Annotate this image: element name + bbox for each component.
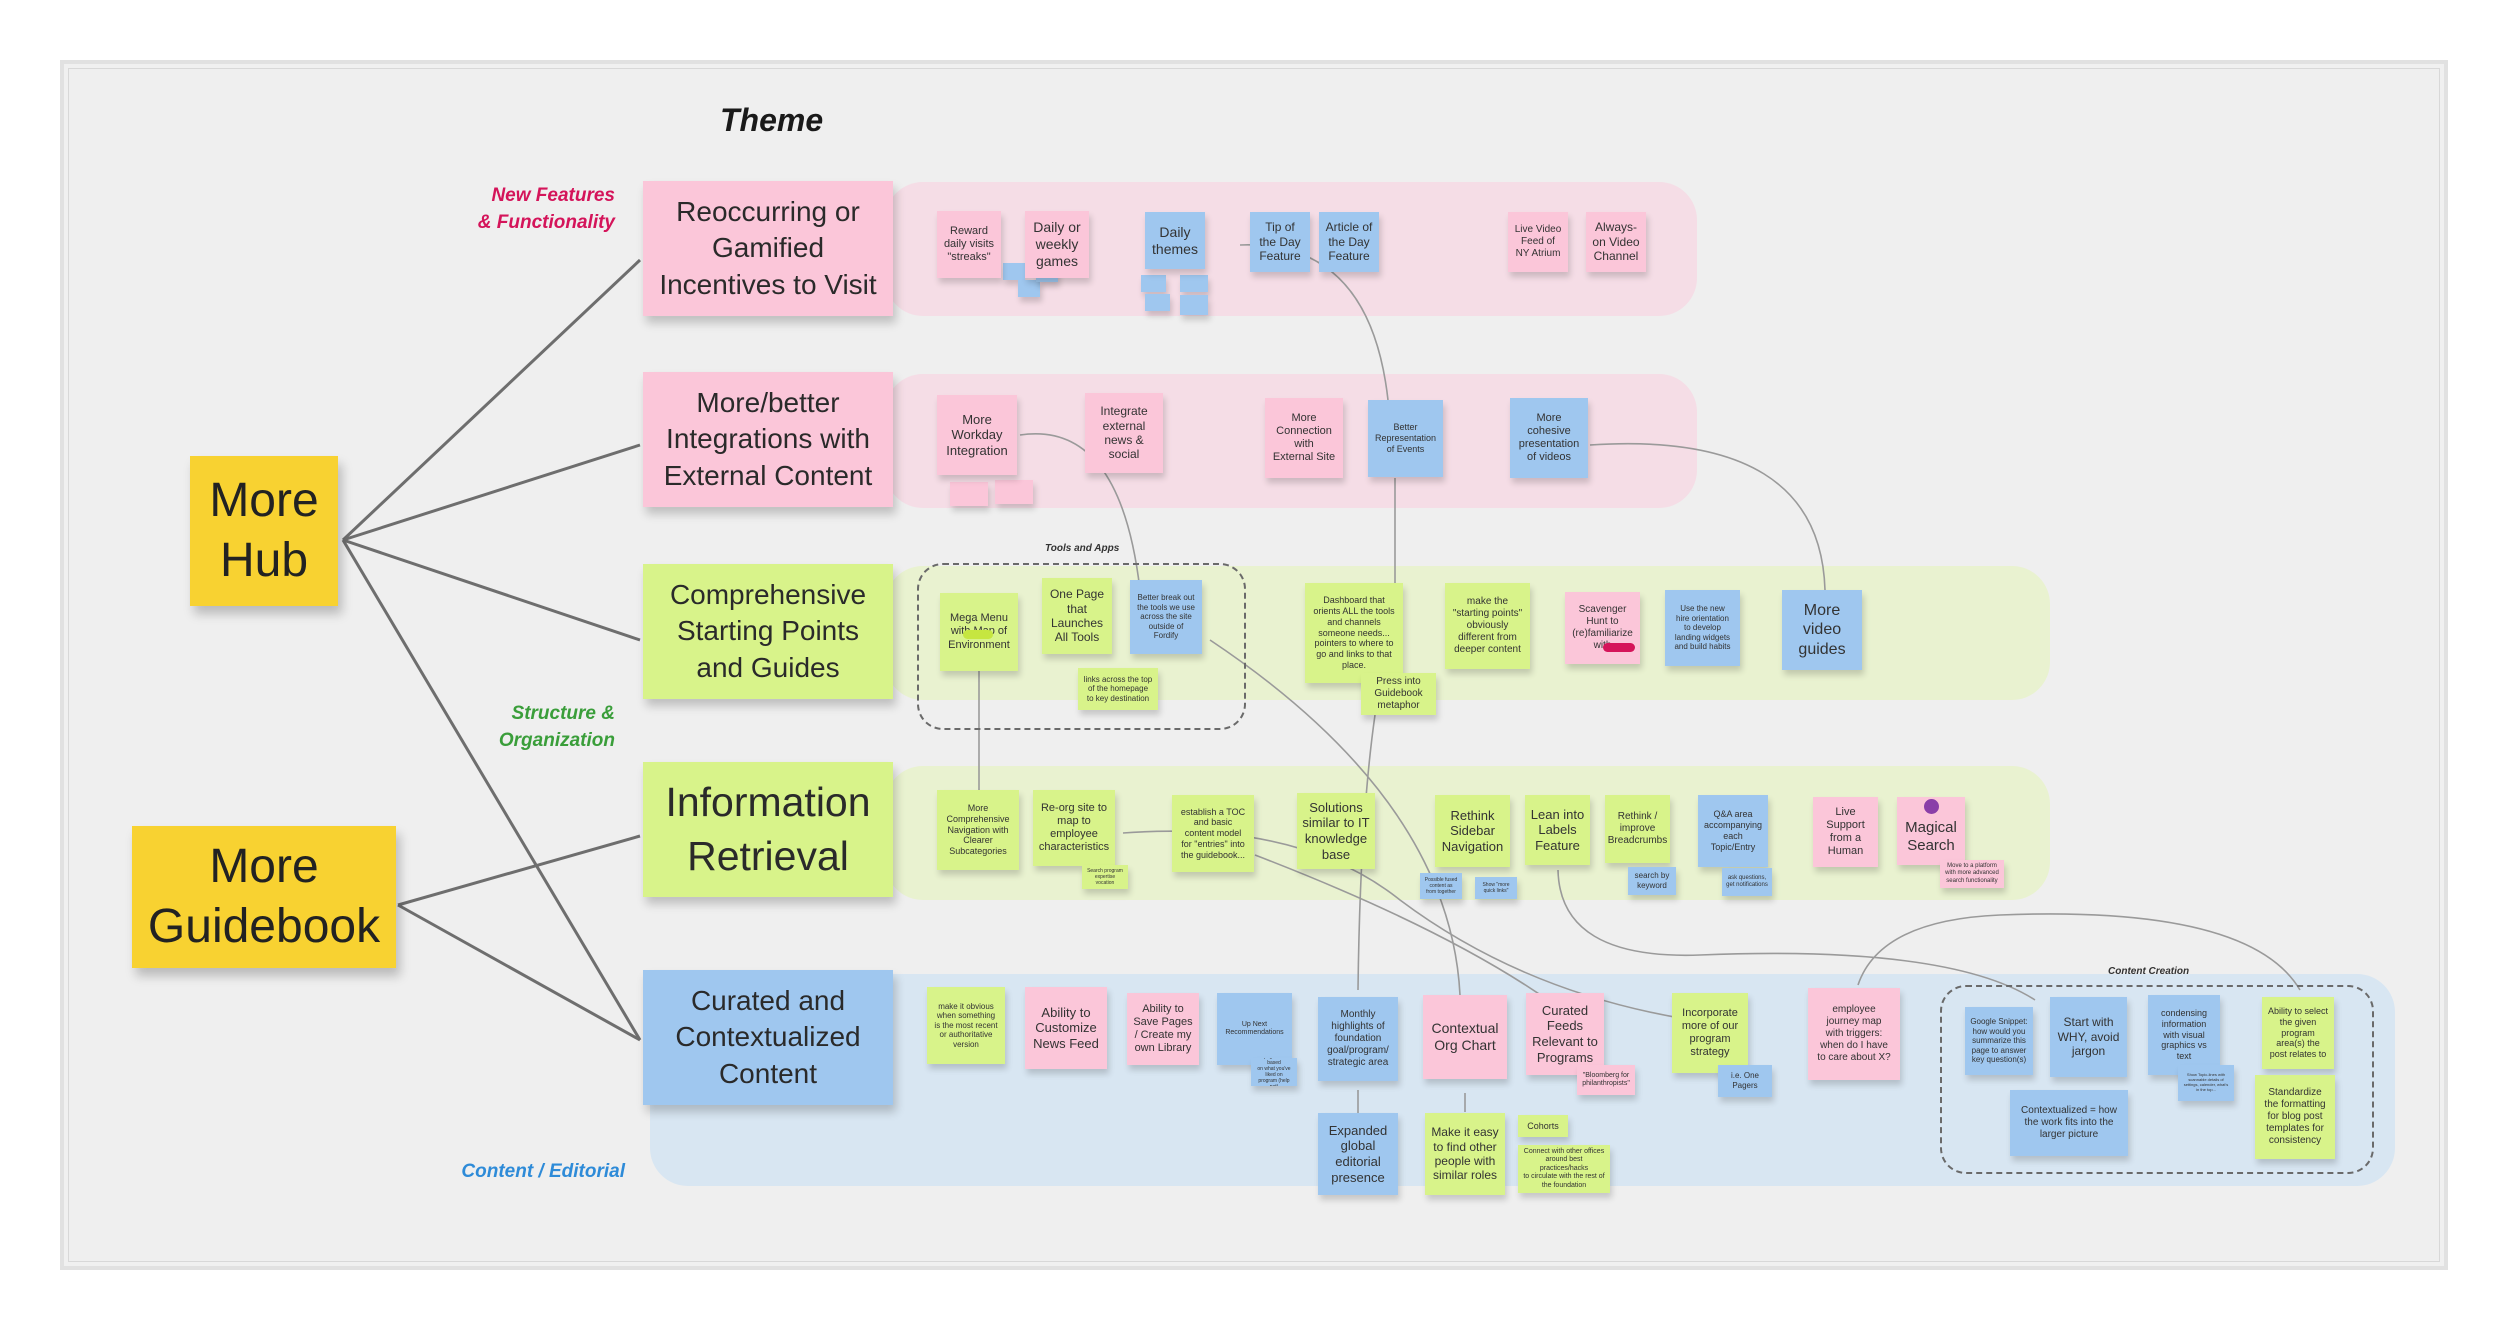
note-reward-streaks: Reward daily visits "streaks" xyxy=(937,211,1001,278)
highlight-mark xyxy=(963,630,993,639)
note-condensing-info: condensing information with visual graph… xyxy=(2148,995,2220,1075)
note-search-keyword: search by keyword xyxy=(1628,867,1676,895)
group-tools-label: Tools and Apps xyxy=(1045,543,1120,554)
note-toc-content-model: establish a TOC and basic content model … xyxy=(1172,795,1254,872)
note-labels-feature: Lean into Labels Feature xyxy=(1525,795,1590,865)
note-condensing-sub: Show Topic-lines with scannable details … xyxy=(2178,1065,2234,1101)
note-contextualized-how: Contextualized = how the work fits into … xyxy=(2010,1090,2128,1156)
note-connect-offices: Connect with other offices around best p… xyxy=(1518,1145,1610,1193)
note-up-next-sub: IM page details based on what you've lik… xyxy=(1251,1058,1297,1086)
note-links-top: links across the top of the homepage to … xyxy=(1078,668,1158,710)
note-bloomberg: "Bloomberg for philanthropists" xyxy=(1577,1065,1635,1095)
note-incorporate-strategy: Incorporate more of our program strategy xyxy=(1672,993,1748,1073)
note-breadcrumbs: Rethink / improve Breadcrumbs xyxy=(1605,795,1670,863)
note-google-snippet: Google Snippet: how would you summarize … xyxy=(1965,1007,2033,1075)
note-solutions-it: Solutions similar to IT knowledge base xyxy=(1297,793,1375,869)
note-up-next: Up Next Recommendations xyxy=(1217,993,1292,1065)
category-structure: Structure & Organization xyxy=(498,703,615,751)
note-dashboard-orients: Dashboard that orients ALL the tools and… xyxy=(1305,583,1403,683)
note-ask-questions: ask questions, get notifications xyxy=(1722,868,1772,896)
category-content: Content / Editorial xyxy=(461,1161,625,1182)
root-more-guidebook: More Guidebook xyxy=(132,826,396,968)
blank-note xyxy=(1145,294,1170,311)
note-journey-map: employee journey map with triggers: when… xyxy=(1808,988,1900,1080)
note-monthly-highlights: Monthly highlights of foundation goal/pr… xyxy=(1318,997,1398,1081)
note-tip-of-day: Tip of the Day Feature xyxy=(1250,212,1310,272)
category-new-features: New Features & Functionality xyxy=(477,185,615,233)
note-sidebar-sub2: Show "more quick links" xyxy=(1475,877,1517,899)
note-cohesive-videos: More cohesive presentation of videos xyxy=(1510,398,1588,478)
theme-curated-content: Curated and Contextualized Content xyxy=(643,970,893,1105)
note-live-video-feed: Live Video Feed of NY Atrium xyxy=(1508,212,1568,272)
blank-note xyxy=(1003,263,1025,280)
note-reorg-site: Re-org site to map to employee character… xyxy=(1033,790,1115,866)
note-more-navigation: More Comprehensive Navigation with Clear… xyxy=(937,790,1019,870)
note-standardize-formatting: Standardize the formatting for blog post… xyxy=(2255,1075,2335,1159)
note-more-connection: More Connection with External Site xyxy=(1265,398,1343,478)
note-more-video-guides: More video guides xyxy=(1782,590,1862,670)
root-more-hub: More Hub xyxy=(190,456,338,606)
theme-integrations: More/better Integrations with External C… xyxy=(643,372,893,507)
note-one-page-tools: One Page that Launches All Tools xyxy=(1042,578,1112,654)
note-expanded-global: Expanded global editorial presence xyxy=(1318,1113,1398,1195)
note-more-workday: More Workday Integration xyxy=(937,395,1017,475)
note-qa-area: Q&A area accompanying each Topic/Entry xyxy=(1698,795,1768,867)
note-integrate-external-news: Integrate external news & social xyxy=(1085,393,1163,473)
blank-note xyxy=(1141,275,1166,292)
note-sidebar-nav: Rethink Sidebar Navigation xyxy=(1435,795,1510,867)
note-curated-feeds: Curated Feeds Relevant to Programs xyxy=(1526,993,1604,1075)
note-reorg-sub: Search program expertise vocation xyxy=(1082,865,1128,889)
blank-note xyxy=(1018,280,1040,297)
blank-note xyxy=(995,480,1033,504)
note-article-of-day: Article of the Day Feature xyxy=(1319,212,1379,272)
blank-note xyxy=(1180,295,1208,315)
note-save-pages: Ability to Save Pages / Create my own Li… xyxy=(1127,993,1199,1065)
note-one-pagers: i.e. One Pagers xyxy=(1718,1065,1772,1097)
note-make-obvious: make it obvious when something is the mo… xyxy=(927,987,1005,1064)
note-mega-menu: Mega Menu with Map of Environment xyxy=(940,593,1018,671)
note-always-on-video: Always- on Video Channel xyxy=(1586,212,1646,272)
note-starting-points-different: make the "starting points" obviously dif… xyxy=(1445,583,1530,669)
board-heading: Theme xyxy=(720,102,824,138)
note-find-others: Make it easy to find other people with s… xyxy=(1425,1113,1505,1195)
note-start-why: Start with WHY, avoid jargon xyxy=(2050,997,2127,1077)
note-daily-weekly-games: Daily or weekly games xyxy=(1025,211,1089,278)
note-live-support: Live Support from a Human xyxy=(1813,797,1878,867)
note-break-out-tools: Better break out the tools we use across… xyxy=(1130,580,1202,654)
note-daily-themes: Daily themes xyxy=(1145,212,1205,269)
emoji-icon xyxy=(1924,799,1939,814)
note-press-guidebook: Press into Guidebook metaphor xyxy=(1361,673,1436,715)
note-select-program: Ability to select the given program area… xyxy=(2262,997,2334,1069)
note-customize-feed: Ability to Customize News Feed xyxy=(1025,987,1107,1069)
theme-starting-points: Comprehensive Starting Points and Guides xyxy=(643,564,893,699)
group-content-creation xyxy=(1940,985,2374,1174)
blank-note xyxy=(950,482,988,506)
note-magical-sub: Move to a platform with more advanced se… xyxy=(1940,860,2004,888)
group-tools-and-apps xyxy=(917,563,1246,730)
note-cohorts: Cohorts xyxy=(1518,1115,1568,1137)
note-sidebar-sub1: Possible fused content as from together xyxy=(1420,873,1462,899)
note-better-events: Better Representation of Events xyxy=(1368,400,1443,477)
highlight-mark xyxy=(1603,643,1635,652)
group-content-creation-label: Content Creation xyxy=(2108,966,2190,977)
note-contextual-org: Contextual Org Chart xyxy=(1423,995,1507,1079)
note-scavenger-hunt: Scavenger Hunt to (re)familiarize with xyxy=(1565,592,1640,664)
note-new-hire-orientation: Use the new hire orientation to develop … xyxy=(1665,590,1740,666)
blank-note xyxy=(1180,275,1208,292)
theme-information-retrieval: Information Retrieval xyxy=(643,762,893,897)
theme-gamified: Reoccurring or Gamified Incentives to Vi… xyxy=(643,181,893,316)
